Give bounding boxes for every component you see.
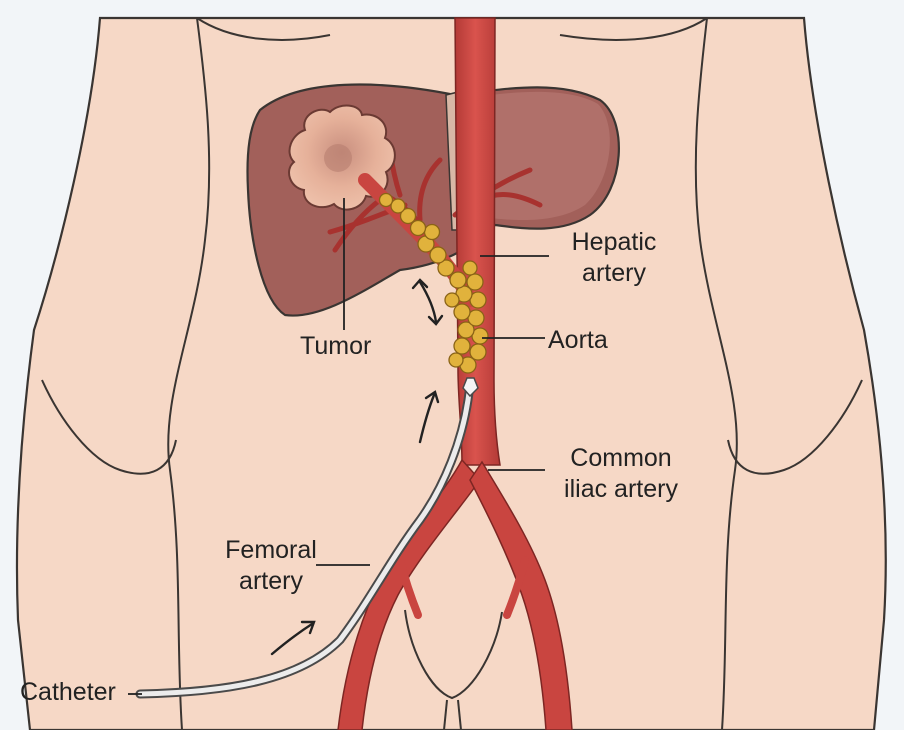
label-catheter: Catheter <box>20 677 116 708</box>
bead <box>411 221 426 236</box>
bead <box>454 304 470 320</box>
tumor-core <box>324 144 352 172</box>
bead <box>454 338 470 354</box>
bead <box>467 274 483 290</box>
bead <box>450 272 466 288</box>
bead <box>449 353 463 367</box>
label-aorta: Aorta <box>548 325 608 356</box>
label-tumor: Tumor <box>300 331 371 362</box>
aorta <box>455 18 500 465</box>
bead <box>380 194 393 207</box>
bead <box>425 225 440 240</box>
bead <box>445 293 459 307</box>
bead <box>463 261 477 275</box>
bead <box>391 199 405 213</box>
bead <box>470 344 486 360</box>
